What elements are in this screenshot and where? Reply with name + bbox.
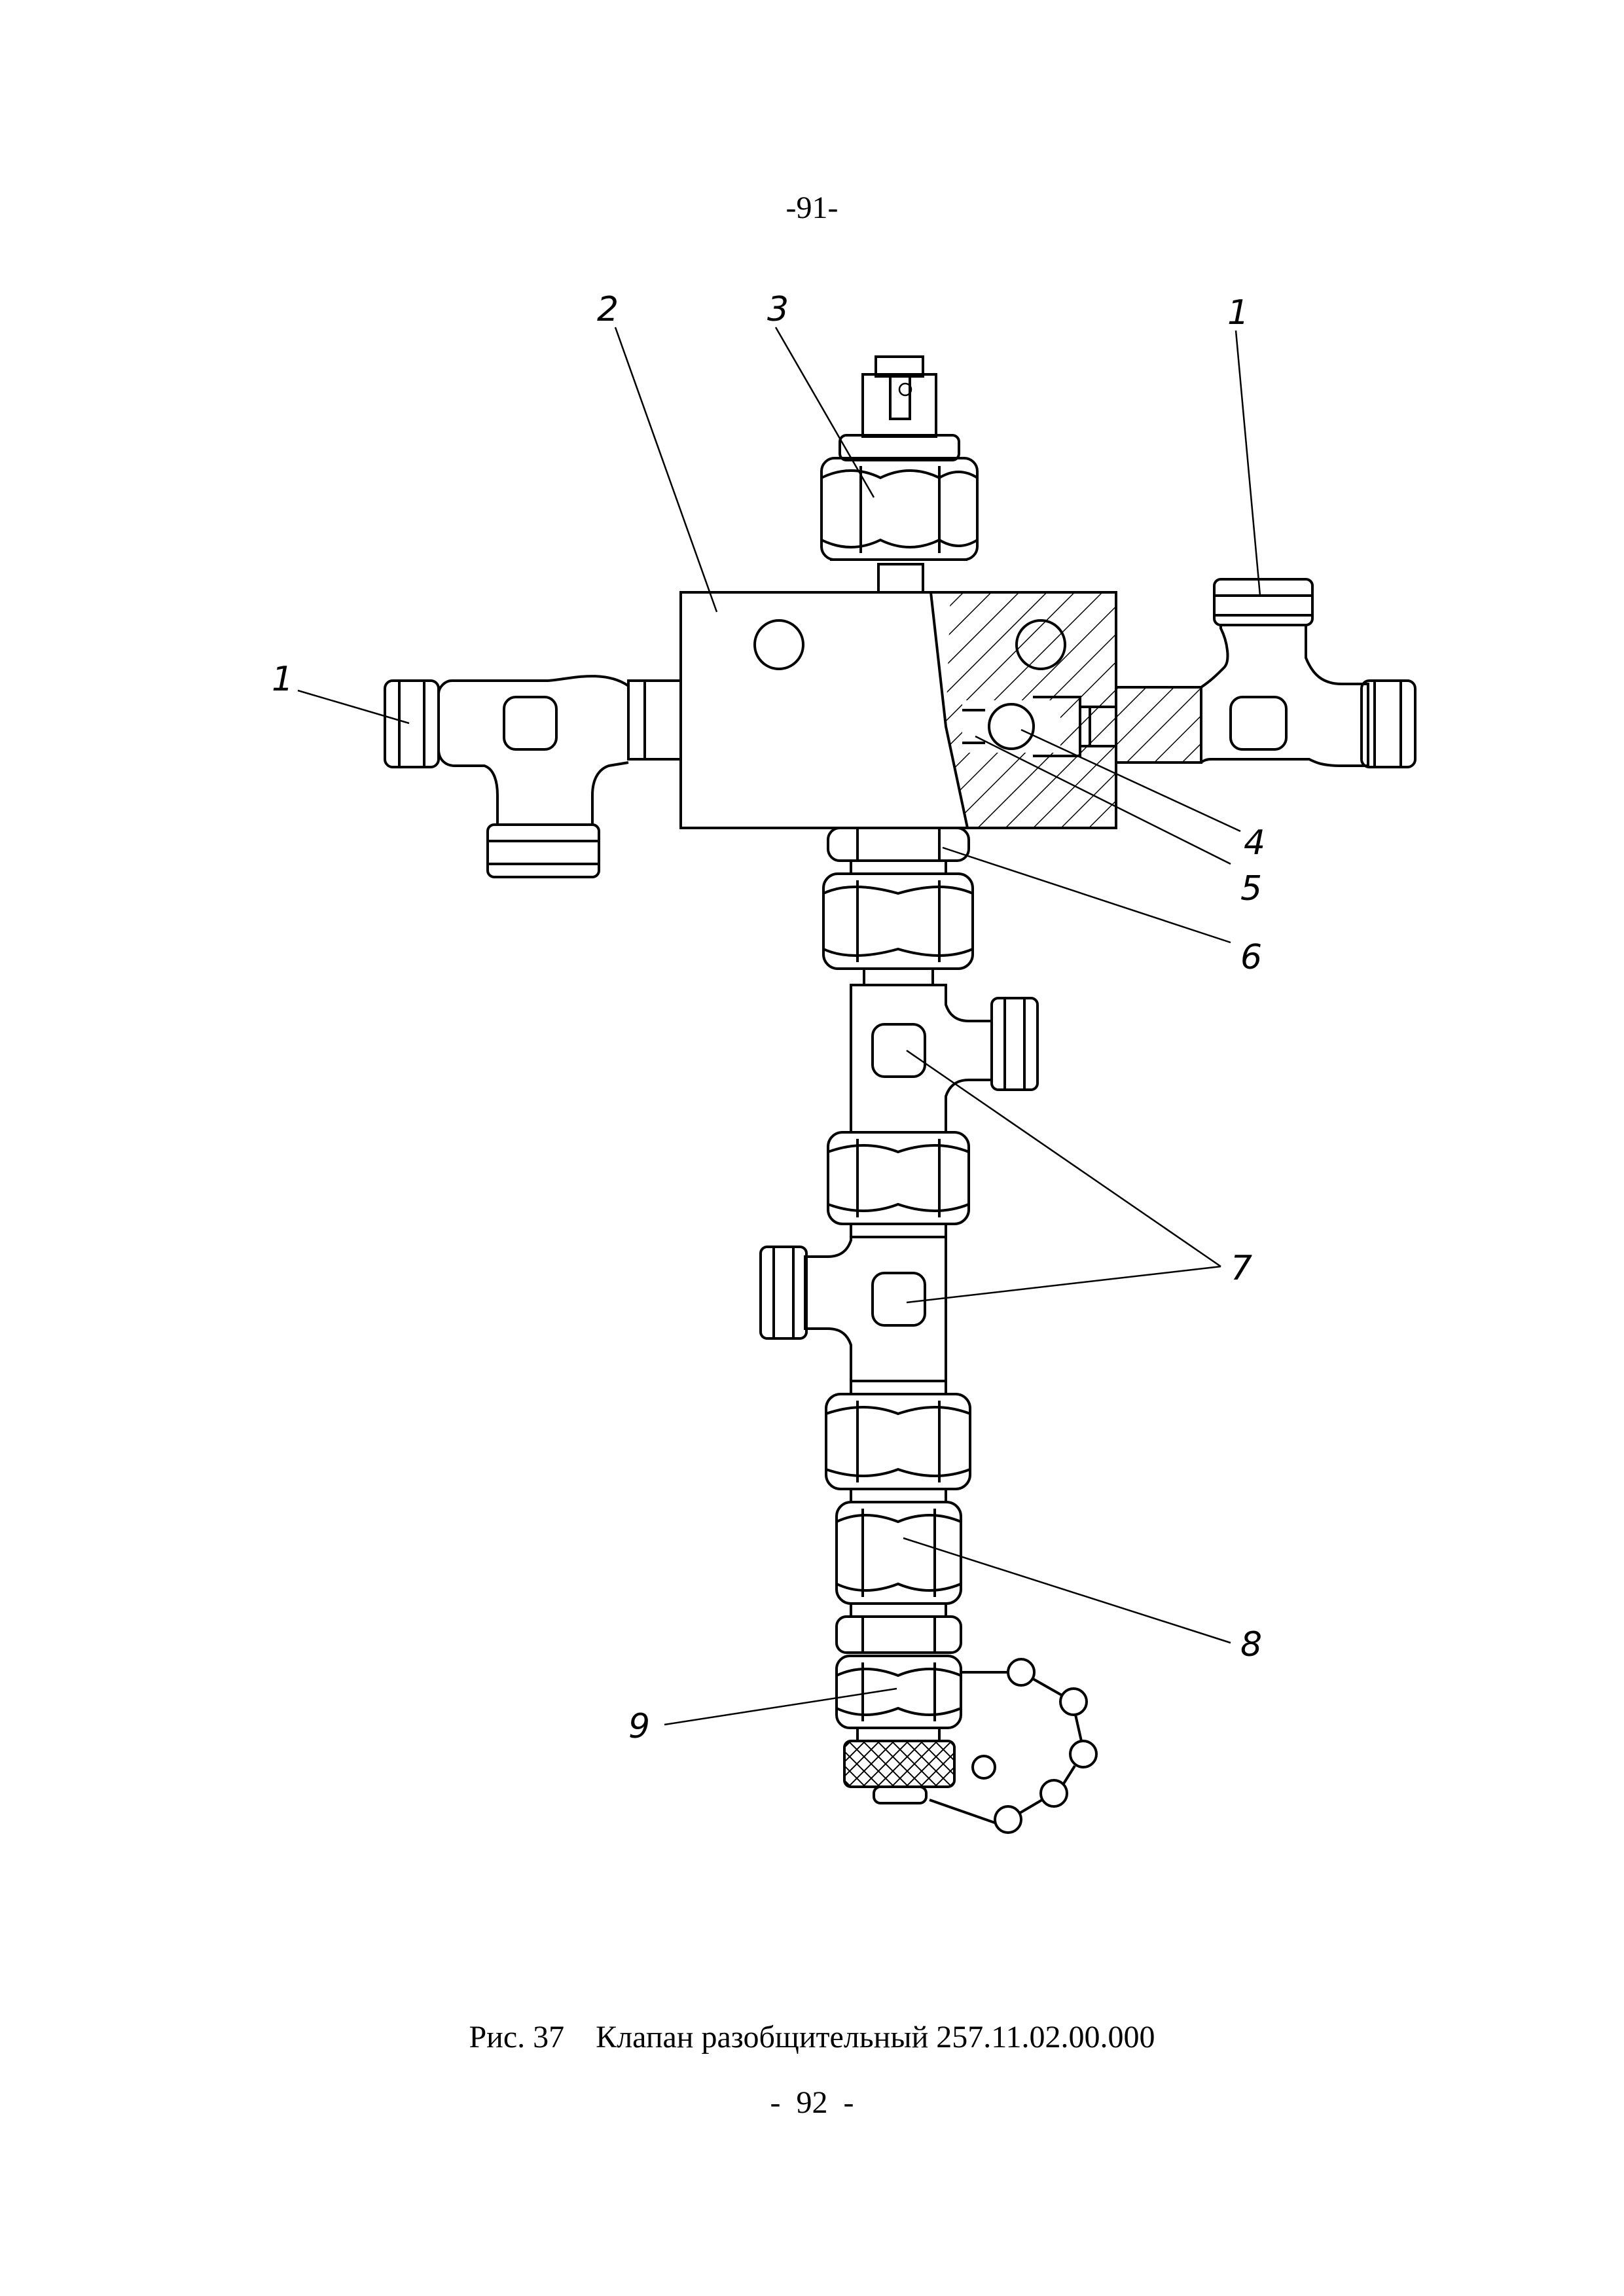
callout-9: 9 [628, 1707, 650, 1746]
callout-1-left: 1 [272, 660, 293, 699]
callout-3: 3 [767, 290, 789, 329]
valve-body [679, 591, 1117, 829]
leader-lines [297, 327, 1261, 1726]
page-number-top: -91- [785, 190, 839, 225]
safety-chain [929, 1658, 1098, 1834]
callout-5: 5 [1240, 869, 1262, 908]
callout-7: 7 [1231, 1249, 1252, 1288]
callout-labels: 1 2 3 1 4 5 6 7 8 9 [272, 290, 1265, 1746]
callout-4: 4 [1244, 823, 1265, 863]
left-tee [384, 675, 682, 878]
callout-2: 2 [597, 290, 619, 329]
figure-caption: Рис. 37 Клапан разобщительный 257.11.02.… [469, 2020, 1155, 2054]
callout-8: 8 [1240, 1625, 1262, 1664]
callout-1-right: 1 [1227, 293, 1249, 332]
callout-6: 6 [1240, 938, 1262, 977]
vertical-column [759, 827, 1039, 1804]
page-number-bottom: - 92 - [770, 2085, 854, 2120]
top-fitting [820, 355, 979, 594]
right-tee [1115, 578, 1416, 768]
